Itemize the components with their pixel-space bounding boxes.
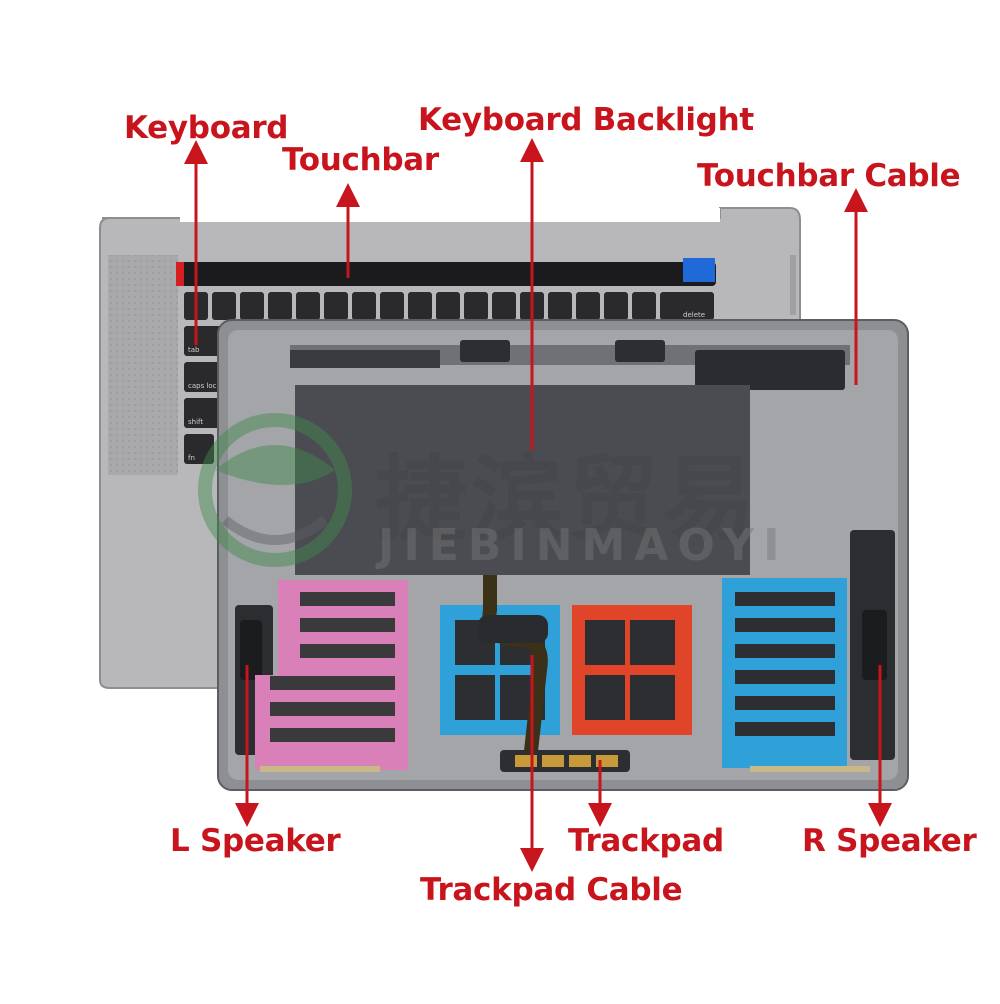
label-keyboard: Keyboard [124, 110, 289, 146]
annotation-arrows [184, 138, 892, 872]
watermark-latin: JIEBINMAOYI [378, 520, 789, 571]
left-battery-pink [255, 580, 408, 770]
label-r-speaker: R Speaker [802, 823, 977, 859]
key-caps-lock: caps lock [188, 382, 222, 390]
label-trackpad-cable: Trackpad Cable [420, 872, 683, 908]
key-delete: delete [683, 311, 705, 319]
right-battery-blue [722, 578, 847, 768]
key-tab: tab [188, 346, 200, 354]
label-touchbar: Touchbar [282, 142, 439, 178]
label-keyboard-backlight: Keyboard Backlight [418, 102, 754, 138]
key-row [184, 292, 714, 464]
center-battery-red [572, 605, 692, 735]
key-fn: fn [188, 454, 195, 462]
watermark-chinese: 捷滨贸易 [375, 446, 760, 553]
key-shift: shift [188, 418, 203, 426]
label-l-speaker: L Speaker [170, 823, 341, 859]
label-touchbar-cable: Touchbar Cable [697, 158, 961, 194]
label-trackpad: Trackpad [568, 823, 724, 859]
watermark-logo [198, 413, 352, 567]
